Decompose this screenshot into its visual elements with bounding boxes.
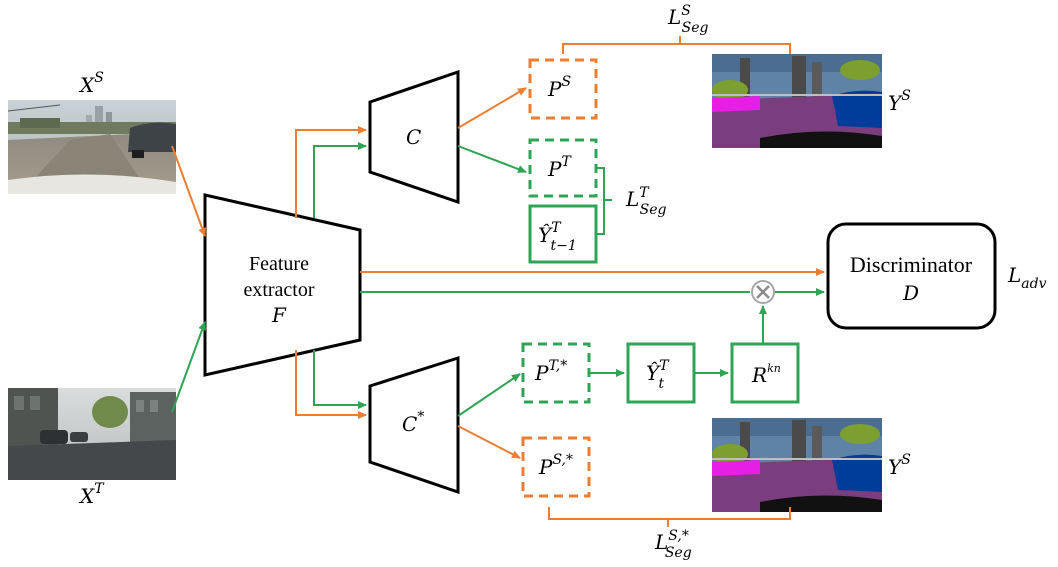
segmentation-map-bottom (712, 418, 882, 512)
pseudo-label-prev-box (528, 204, 598, 264)
discriminator-block (826, 222, 997, 330)
target-flow-arrows (171, 142, 825, 417)
segmentation-map-top (712, 54, 882, 148)
pred-box-p-s (528, 58, 598, 120)
classifier-c-label: C (406, 125, 421, 149)
pred-label-p-s: PS (547, 74, 571, 101)
discriminator-symbol: D (902, 281, 919, 305)
reliability-label: Rkn (751, 362, 781, 387)
reliability-box (730, 342, 800, 404)
pred-box-p-t (528, 138, 598, 198)
multiply-icon (751, 280, 775, 304)
pred-box-p-t-star (521, 342, 591, 404)
target-input-label: XT (78, 481, 105, 508)
pseudo-label-current-box (626, 342, 696, 404)
pred-box-p-s-star (521, 436, 591, 498)
source-flow-arrows (171, 43, 825, 520)
loss-adv-label: Ladv (1007, 263, 1047, 292)
feature-extractor-symbol: F (271, 303, 287, 327)
pred-label-p-s-star: PS,* (538, 452, 573, 479)
feature-extractor-line1: Feature (249, 253, 309, 275)
ground-truth-top-label: YS (888, 88, 911, 115)
discriminator-title: Discriminator (850, 252, 973, 277)
source-image (7, 100, 176, 194)
target-image (8, 388, 176, 480)
pred-label-p-t: PT (547, 154, 572, 181)
classifier-c-star-label: C* (402, 409, 424, 436)
pred-label-p-t-star: PT,* (534, 358, 567, 385)
classifier-c-star-block (368, 355, 460, 495)
loss-seg-s-star-label: LS,*Seg (654, 528, 692, 561)
feature-extractor-block (203, 193, 362, 377)
classifier-c-block (368, 69, 460, 205)
source-input-label: XS (78, 70, 104, 97)
ground-truth-bottom-label: YS (888, 452, 911, 479)
feature-extractor-line2: extractor (243, 279, 314, 301)
